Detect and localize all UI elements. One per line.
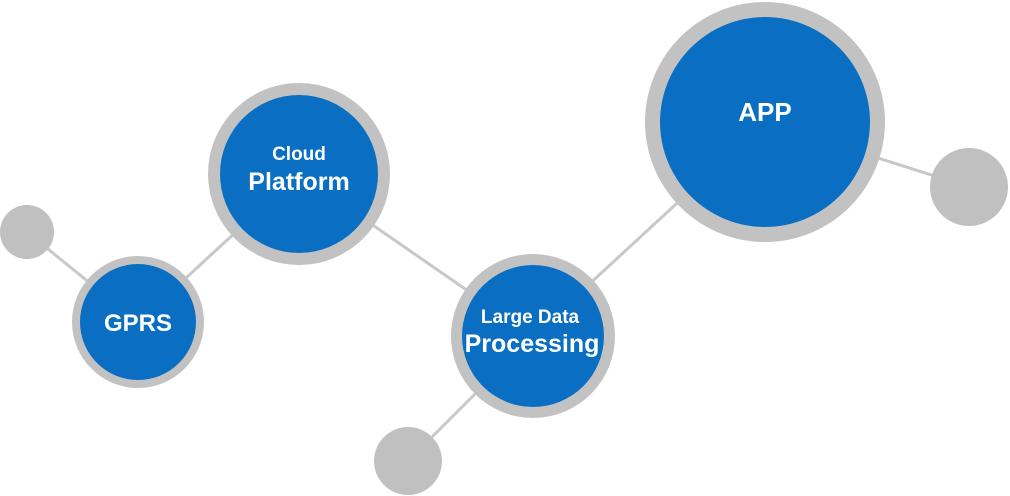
node-app: APP bbox=[645, 2, 885, 242]
node-cloud-platform: Cloud Platform bbox=[208, 83, 390, 265]
node-cloud-label-top: Cloud bbox=[272, 144, 326, 165]
node-gprs-label: GPRS bbox=[104, 310, 172, 337]
node-gprs-core bbox=[80, 264, 196, 380]
end-dot-right bbox=[930, 148, 1008, 226]
node-app-core bbox=[660, 17, 870, 227]
node-cloud-core bbox=[220, 95, 378, 253]
node-gprs: GPRS bbox=[72, 256, 204, 388]
node-app-label: APP bbox=[738, 97, 791, 127]
node-data-core bbox=[462, 265, 604, 407]
end-dot-left bbox=[0, 205, 54, 259]
node-data-label-top: Large Data bbox=[481, 307, 580, 328]
node-cloud-label-bottom: Platform bbox=[248, 168, 349, 196]
node-data-label-bottom: Processing bbox=[465, 330, 600, 358]
node-large-data-processing: Large Data Processing bbox=[451, 254, 615, 418]
end-dot-bottom bbox=[374, 427, 442, 495]
